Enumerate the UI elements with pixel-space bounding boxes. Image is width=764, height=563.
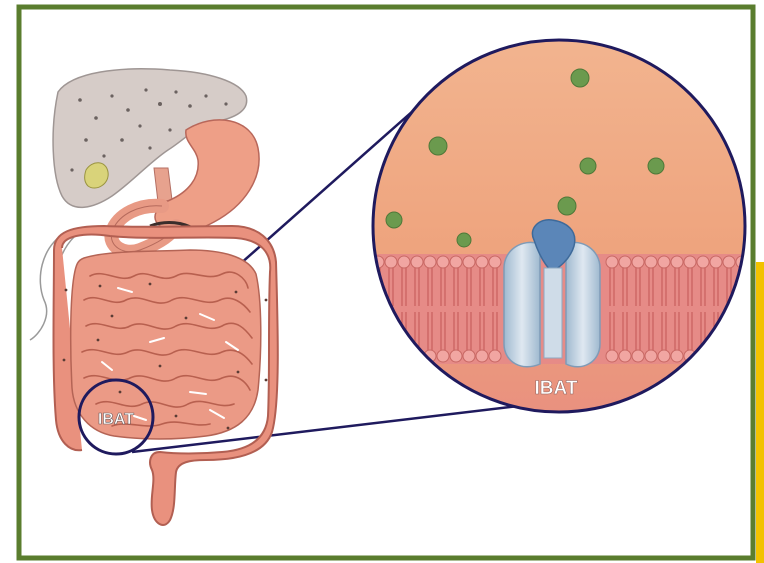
lipid-head [476, 350, 488, 362]
lipid-head [619, 350, 631, 362]
lipid-head [619, 256, 631, 268]
lipid-head [450, 256, 462, 268]
lipid-head [710, 350, 722, 362]
lipid-head [450, 350, 462, 362]
lipid-head [398, 350, 410, 362]
esophagus-icon [154, 168, 172, 202]
lipid-head [372, 350, 384, 362]
lipid-head [476, 256, 488, 268]
bile-acid-particle-icon [457, 233, 471, 247]
bile-acid-particle-icon [580, 158, 596, 174]
lipid-head [437, 256, 449, 268]
lipid-head [658, 256, 670, 268]
lipid-head [398, 256, 410, 268]
bile-acid-particle-icon [648, 158, 664, 174]
lipid-head [385, 256, 397, 268]
lipid-head [489, 256, 501, 268]
lipid-head [723, 256, 735, 268]
lipid-head [463, 256, 475, 268]
lipid-head [658, 350, 670, 362]
lipid-head [671, 256, 683, 268]
lipid-head [411, 256, 423, 268]
lipid-head [684, 256, 696, 268]
lipid-head [385, 350, 397, 362]
lipid-head [463, 350, 475, 362]
lipid-head [697, 256, 709, 268]
lipid-head [437, 350, 449, 362]
accent-stripe [756, 262, 764, 563]
lipid-head [606, 256, 618, 268]
lipid-head [632, 256, 644, 268]
bile-acid-particle-icon [558, 197, 576, 215]
lipid-head [645, 350, 657, 362]
lipid-head [723, 350, 735, 362]
lipid-head [736, 350, 748, 362]
lipid-head [489, 350, 501, 362]
lipid-head [710, 256, 722, 268]
digestive-system [30, 69, 278, 525]
ibat-zoom-label: IBAT [535, 378, 578, 399]
lipid-head [697, 350, 709, 362]
lipid-head [671, 350, 683, 362]
lipid-head [424, 256, 436, 268]
bile-acid-particle-icon [571, 69, 589, 87]
lipid-head [645, 256, 657, 268]
bile-acid-particle-icon [386, 212, 402, 228]
ibat-small-label: IBAT [98, 411, 134, 428]
lipid-head [632, 350, 644, 362]
bile-acid-particle-icon [429, 137, 447, 155]
zoom-circle: IBAT [370, 40, 750, 412]
lipid-head [606, 350, 618, 362]
